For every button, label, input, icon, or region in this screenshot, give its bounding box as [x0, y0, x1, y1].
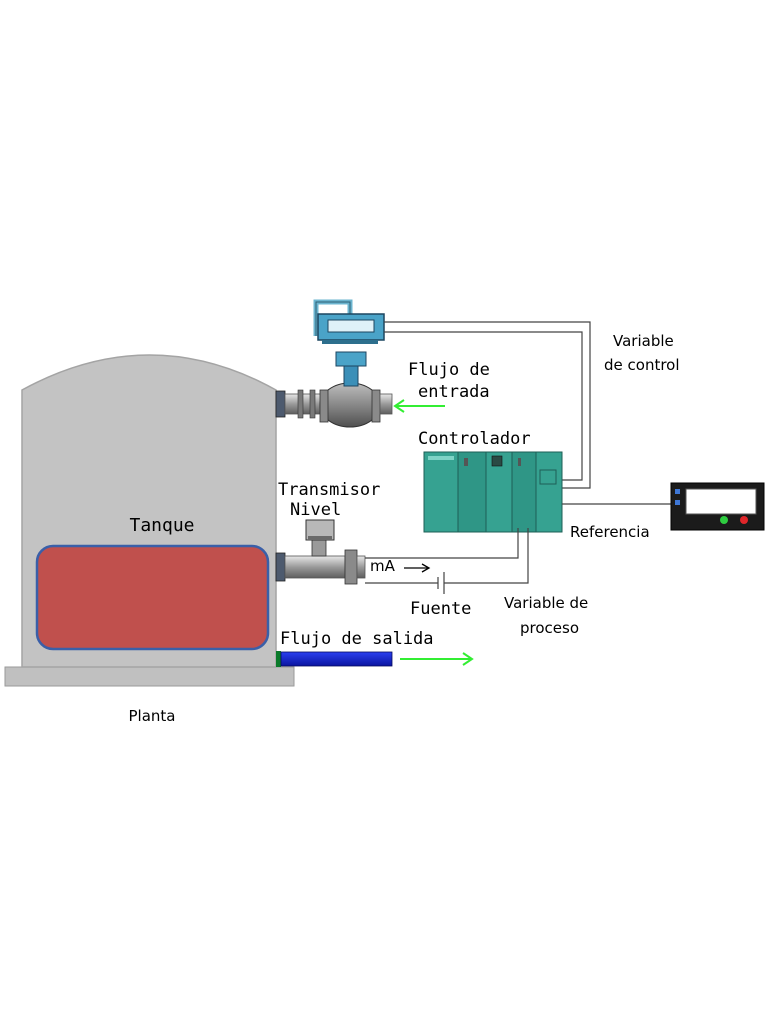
green-button-icon [720, 516, 728, 524]
process-variable-wire [365, 528, 529, 594]
red-button-icon [740, 516, 748, 524]
reference-setpoint-panel [670, 482, 765, 531]
controller-plc [423, 451, 563, 533]
transmitter-label-line1: Transmisor [278, 480, 380, 500]
current-unit-label: mA [370, 557, 396, 575]
inlet-flow-label-line1: Flujo de [408, 360, 490, 380]
process-variable-label-line2: proceso [520, 619, 579, 637]
inlet-flow-arrow [393, 399, 445, 413]
transmitter-label-line2: Nivel [290, 500, 341, 520]
outlet-flow-label: Flujo de salida [280, 629, 434, 649]
control-variable-label-line2: de control [604, 356, 680, 374]
tank-base [4, 666, 295, 687]
inlet-valve [275, 299, 393, 428]
inlet-flow-label-line2: entrada [418, 382, 490, 402]
current-direction-arrow [404, 563, 431, 573]
process-variable-label-line1: Variable de [504, 594, 588, 612]
level-transmitter [275, 519, 366, 585]
reference-label: Referencia [570, 523, 650, 541]
tank-liquid [35, 544, 270, 651]
outlet-flow-arrow [400, 652, 474, 666]
control-variable-label-line1: Variable [613, 332, 674, 350]
tank: Tanque [4, 354, 295, 687]
tank-label: Tanque [129, 515, 194, 536]
outlet-pipe [276, 651, 393, 667]
power-source-label: Fuente [410, 599, 471, 619]
plant-label: Planta [129, 707, 176, 725]
controller-label: Controlador [418, 429, 531, 449]
